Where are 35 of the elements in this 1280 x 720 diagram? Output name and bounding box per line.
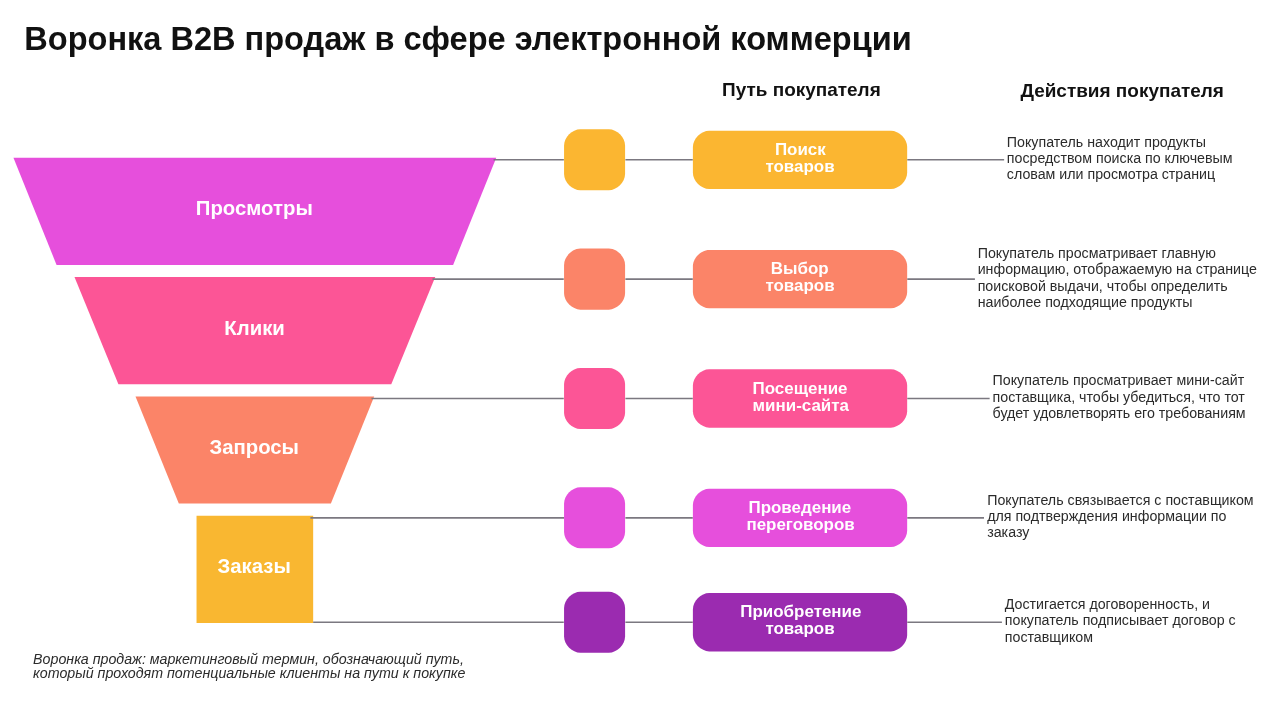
node-box: Выбор товаров <box>692 249 908 308</box>
node-text: Покупатель просматривает главную информацию, отображаемую на странице поисковой выдачи, чтобы определить наиболее подходящие продукты <box>977 244 1257 310</box>
connector <box>624 277 694 280</box>
node-text: Покупатель просматривает мини-сайт поставщика, чтобы убедиться, что тот будет удовлетворять его требованиям <box>992 371 1246 421</box>
connector <box>370 397 565 399</box>
connector <box>906 620 1003 623</box>
node-box: Заказы <box>196 515 314 623</box>
connector <box>906 277 976 280</box>
connector <box>906 397 991 399</box>
connector <box>624 158 694 161</box>
node-box <box>564 486 626 548</box>
node-box <box>564 248 626 310</box>
node-box <box>564 591 626 653</box>
label: Путь покупателя <box>722 78 881 100</box>
connector <box>431 277 565 280</box>
connector <box>624 516 694 519</box>
node-box <box>564 367 626 429</box>
connector <box>312 620 565 623</box>
caption: Воронка продаж: маркетинговый термин, обозначающий путь, который проходят потенциальные клиенты на пути к покупке <box>33 650 466 681</box>
connector <box>906 516 985 519</box>
node-box: Приобретение товаров <box>692 592 908 651</box>
connector <box>492 158 565 161</box>
connector <box>624 397 694 399</box>
node-box: Поиск товаров <box>692 130 908 189</box>
node-text: Покупатель находит продукты посредством поиска по ключевым словам или просмотра страниц <box>1006 133 1233 182</box>
diagram-title: Воронка B2B продаж в сфере электронной коммерции <box>24 20 912 57</box>
node-box <box>564 128 626 190</box>
connector <box>309 516 565 519</box>
node-text: Покупатель связывается с поставщиком для подтверждения информации по заказу <box>987 491 1254 540</box>
connector <box>624 620 694 623</box>
label: Действия покупателя <box>1020 79 1224 101</box>
node-box: Проведение переговоров <box>692 488 908 547</box>
node-box: Посещение мини-сайта <box>692 368 908 428</box>
connector <box>906 158 1005 161</box>
node-text: Достигается договоренность, и покупатель подписывает договор с поставщиком <box>1004 595 1236 645</box>
